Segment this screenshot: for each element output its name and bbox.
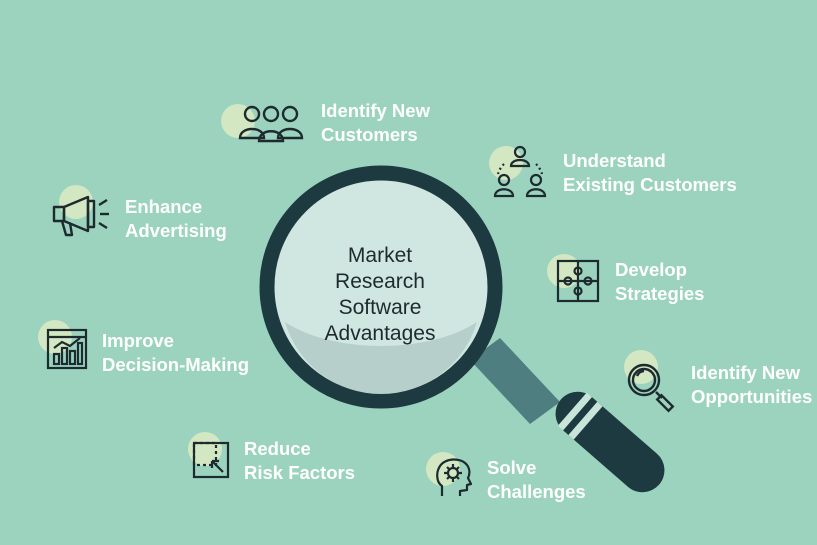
feature-label: Identify New Customers [321, 99, 430, 147]
center-title-line-1: Market [347, 244, 413, 267]
label-line-2: Challenges [487, 481, 586, 502]
people-group-icon [238, 105, 304, 143]
label-line-1: Develop [615, 259, 687, 280]
label-line-2: Strategies [615, 283, 705, 304]
puzzle-icon [556, 259, 600, 303]
feature-label: Reduce Risk Factors [244, 437, 355, 485]
label-line-2: Opportunities [691, 386, 813, 407]
label-line-2: Risk Factors [244, 462, 356, 483]
bar-chart-icon [46, 328, 88, 370]
label-line-1: Enhance [125, 196, 203, 217]
customer-network-icon [493, 145, 547, 198]
dashed-square-cursor-icon [192, 441, 230, 479]
label-line-1: Identify New [321, 100, 430, 121]
label-line-1: Identify New [691, 362, 800, 383]
center-title-line-2: Research [335, 270, 425, 293]
feature-label: Improve Decision-Making [102, 329, 249, 377]
label-line-1: Improve [102, 330, 174, 351]
head-gear-icon [436, 458, 472, 496]
feature-label: Develop Strategies [615, 258, 704, 306]
label-line-1: Understand [563, 150, 666, 171]
label-line-2: Advertising [125, 220, 227, 241]
label-line-1: Reduce [244, 438, 311, 459]
feature-label: Enhance Advertising [125, 195, 227, 243]
center-title-line-4: Advantages [324, 322, 436, 345]
label-line-2: Existing Customers [563, 174, 737, 195]
magnifier-icon [627, 363, 675, 413]
label-line-1: Solve [487, 457, 537, 478]
feature-label: Identify New Opportunities [691, 361, 812, 409]
center-title-line-3: Software [338, 296, 422, 319]
feature-label: Understand Existing Customers [563, 149, 737, 197]
label-line-2: Customers [321, 124, 418, 145]
megaphone-icon [52, 195, 109, 237]
label-line-2: Decision-Making [102, 354, 249, 375]
center-title: Market Research Software Advantages [300, 243, 460, 347]
feature-label: Solve Challenges [487, 456, 586, 504]
